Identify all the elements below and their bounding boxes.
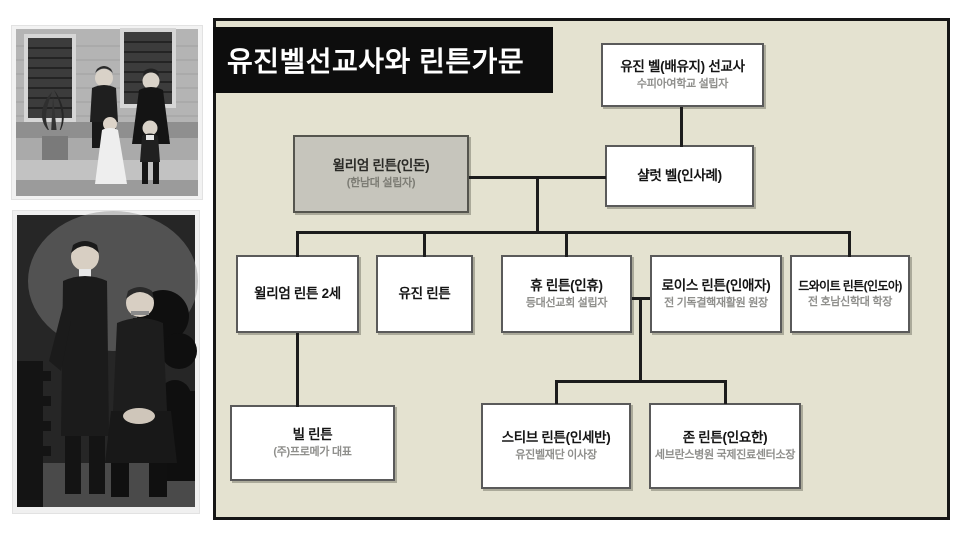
node-william-linton-desc: (한남대 설립자): [346, 177, 416, 190]
node-bill-linton-desc: (주)프로메가 대표: [273, 446, 352, 459]
node-charlotte-bell: 샬럿 벨(인사례): [605, 145, 754, 207]
node-william-linton-name: 윌리엄 린튼(인돈): [332, 158, 430, 174]
node-eugene-bell: 유진 벨(배유지) 선교사 수피아여학교 설립자: [601, 43, 764, 107]
node-john-linton-desc: 세브란스병원 국제진료센터소장: [654, 449, 796, 462]
connector-feed-gen4: [639, 297, 642, 382]
node-william-linton: 윌리엄 린튼(인돈) (한남대 설립자): [293, 135, 469, 213]
node-dwight-linton: 드와이트 린튼(인도아) 전 호남신학대 학장: [790, 255, 910, 333]
node-lois-linton: 로이스 린튼(인애자) 전 기독결핵재활원 원장: [650, 255, 782, 333]
connector-bell-to-charlotte: [680, 107, 683, 147]
connector-distribution-gen3: [296, 231, 851, 234]
node-bill-linton: 빌 린튼 (주)프로메가 대표: [230, 405, 395, 481]
node-john-linton-name: 존 린튼(인요한): [682, 430, 768, 446]
connector-distribution-gen4: [555, 380, 727, 383]
photo-two-men-portrait: [13, 211, 199, 513]
node-dwight-linton-desc: 전 호남신학대 학장: [807, 296, 893, 309]
node-charlotte-bell-name: 샬럿 벨(인사례): [637, 167, 722, 183]
node-lois-linton-name: 로이스 린튼(인애자): [661, 278, 771, 294]
family-tree-panel: 유진벨선교사와 린튼가문 유진 벨(배유지) 선교사 수피아여학교 설립자 윌리…: [213, 18, 950, 520]
portrait-photo-illustration: [13, 211, 199, 513]
page-title: 유진벨선교사와 린튼가문: [213, 27, 553, 93]
connector-drop-william2: [296, 231, 299, 257]
node-hugh-linton: 휴 린튼(인휴) 등대선교회 설립자: [501, 255, 632, 333]
node-lois-linton-desc: 전 기독결핵재활원 원장: [664, 297, 768, 310]
connector-drop-eugene: [423, 231, 426, 257]
connector-drop-john: [724, 380, 727, 404]
node-dwight-linton-name: 드와이트 린튼(인도아): [798, 279, 902, 294]
photo-family-on-steps: [12, 26, 202, 199]
node-steve-linton-desc: 유진벨재단 이사장: [515, 449, 597, 462]
node-eugene-linton: 유진 린튼: [376, 255, 473, 333]
node-steve-linton: 스티브 린튼(인세반) 유진벨재단 이사장: [481, 403, 631, 489]
node-eugene-linton-name: 유진 린튼: [398, 285, 451, 301]
connector-william2-to-bill: [296, 333, 299, 407]
connector-feed-gen3: [536, 176, 539, 234]
node-steve-linton-name: 스티브 린튼(인세반): [501, 430, 611, 446]
family-photo-illustration: [12, 26, 202, 199]
node-bill-linton-name: 빌 린튼: [292, 427, 333, 443]
node-hugh-linton-name: 휴 린튼(인휴): [530, 278, 603, 294]
connector-drop-dwight: [848, 231, 851, 257]
node-hugh-linton-desc: 등대선교회 설립자: [525, 297, 608, 310]
node-william-linton-2-name: 윌리엄 린튼 2세: [254, 285, 341, 301]
node-eugene-bell-name: 유진 벨(배유지) 선교사: [620, 59, 745, 75]
node-eugene-bell-desc: 수피아여학교 설립자: [636, 78, 729, 91]
node-william-linton-2: 윌리엄 린튼 2세: [236, 255, 359, 333]
node-john-linton: 존 린튼(인요한) 세브란스병원 국제진료센터소장: [649, 403, 801, 489]
connector-drop-steve: [555, 380, 558, 404]
connector-drop-hugh: [565, 231, 568, 257]
